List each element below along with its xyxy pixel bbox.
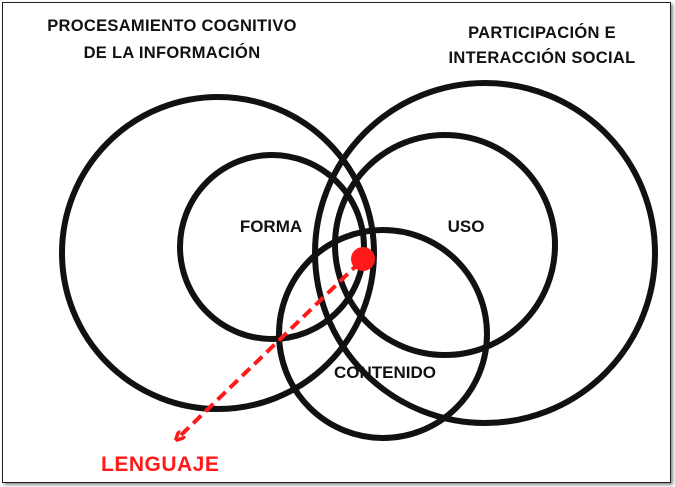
header-left-line2: DE LA INFORMACIÓN (84, 43, 261, 62)
circle-contenido (276, 227, 490, 441)
label-contenido: CONTENIDO (334, 363, 436, 382)
circle-forma (177, 152, 367, 342)
header-left-line1: PROCESAMIENTO COGNITIVO (47, 17, 297, 35)
label-lenguaje: LENGUAJE (101, 453, 219, 476)
circle-uso (332, 132, 558, 358)
header-right-line2: INTERACCIÓN SOCIAL (449, 48, 636, 67)
header-right-line1: PARTICIPACIÓN E (468, 23, 616, 42)
circle-cognitive-processing (59, 94, 377, 412)
label-forma: FORMA (240, 217, 302, 236)
dashed-arrow (179, 260, 362, 437)
intersection-dot (351, 247, 375, 271)
label-uso: USO (448, 217, 485, 236)
